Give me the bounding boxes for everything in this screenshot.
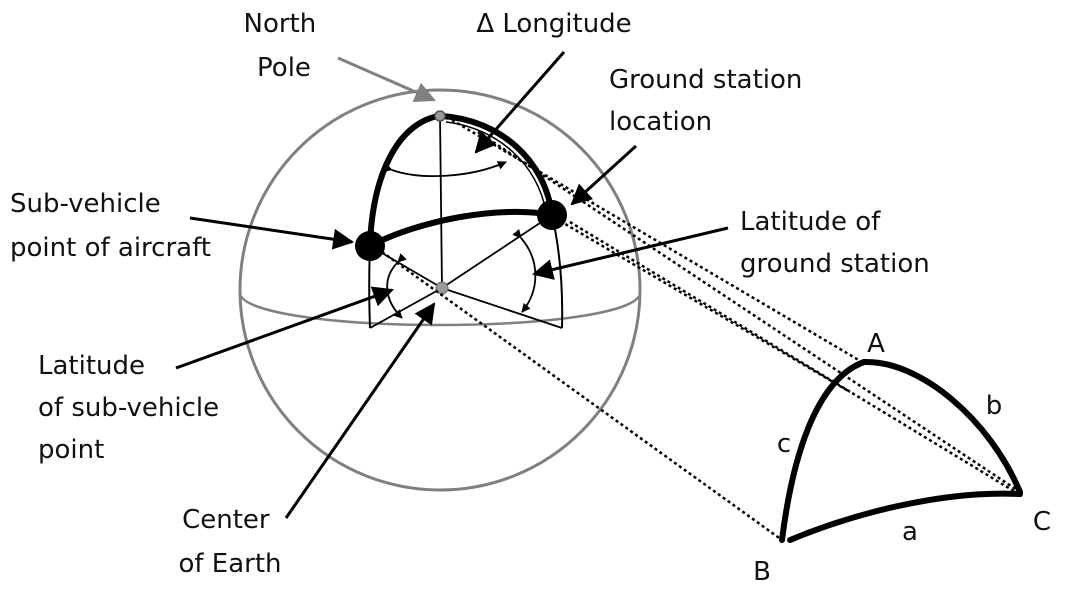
north-pole-label: North Pole (244, 9, 325, 83)
sphere-outline (238, 88, 642, 492)
center-of-earth-arrow (284, 302, 436, 519)
projection-station-to-C-2 (569, 220, 1023, 498)
north-pole-point (434, 110, 446, 122)
equator (238, 294, 642, 327)
earth-sphere (238, 88, 642, 492)
vertex-B-label: B (753, 557, 771, 587)
latitude-ground-station-label: Latitude of ground station (740, 207, 930, 279)
radius-ground-station (441, 214, 553, 289)
meridian-ground-station-thick (441, 113, 555, 216)
sub-vehicle-point-label: Sub-vehicle point of aircraft (10, 189, 211, 263)
spherical-triangle (779, 358, 1023, 543)
meridian-ground-station-thin (551, 214, 564, 329)
latitude-sub-vehicle-arrow (175, 286, 394, 370)
north-pole-arrow (337, 56, 436, 103)
labels: North Pole Δ Longitude Ground station lo… (10, 9, 1051, 587)
side-c (779, 359, 867, 543)
ground-station-point (537, 200, 567, 230)
great-circle-arc (368, 208, 553, 249)
projection-lines (381, 118, 1023, 542)
projection-pole-to-A-2 (477, 130, 1021, 494)
delta-longitude-arrow (474, 51, 566, 154)
meridian-sub-vehicle-thick (367, 113, 439, 247)
ground-station-location-label: Ground station location (609, 65, 811, 137)
center-of-earth-label: Center of Earth (178, 505, 281, 579)
sub-vehicle-arrow (189, 216, 355, 250)
delta-longitude-arc (382, 161, 507, 177)
polar-axis (439, 115, 443, 289)
side-b-label: b (986, 391, 1003, 421)
latitude-sub-vehicle-label: Latitude of sub-vehicle point (38, 351, 227, 465)
points (355, 110, 567, 295)
side-a (787, 490, 1023, 543)
projection-vehicle-to-B (381, 250, 783, 542)
delta-longitude-label: Δ Longitude (476, 9, 631, 39)
ground-station-arrow (570, 144, 638, 206)
vertex-C-label: C (1033, 507, 1051, 537)
latitude-ground-station-arrow (531, 226, 729, 280)
radius-right-equator (441, 287, 563, 329)
leader-arrows (175, 51, 729, 519)
side-b (861, 358, 1023, 495)
meridians (367, 113, 564, 329)
side-a-label: a (902, 517, 918, 547)
vertex-A-label: A (867, 329, 885, 359)
side-c-label: c (777, 429, 791, 459)
sub-vehicle-point (355, 231, 385, 261)
earth-axes (369, 115, 563, 329)
